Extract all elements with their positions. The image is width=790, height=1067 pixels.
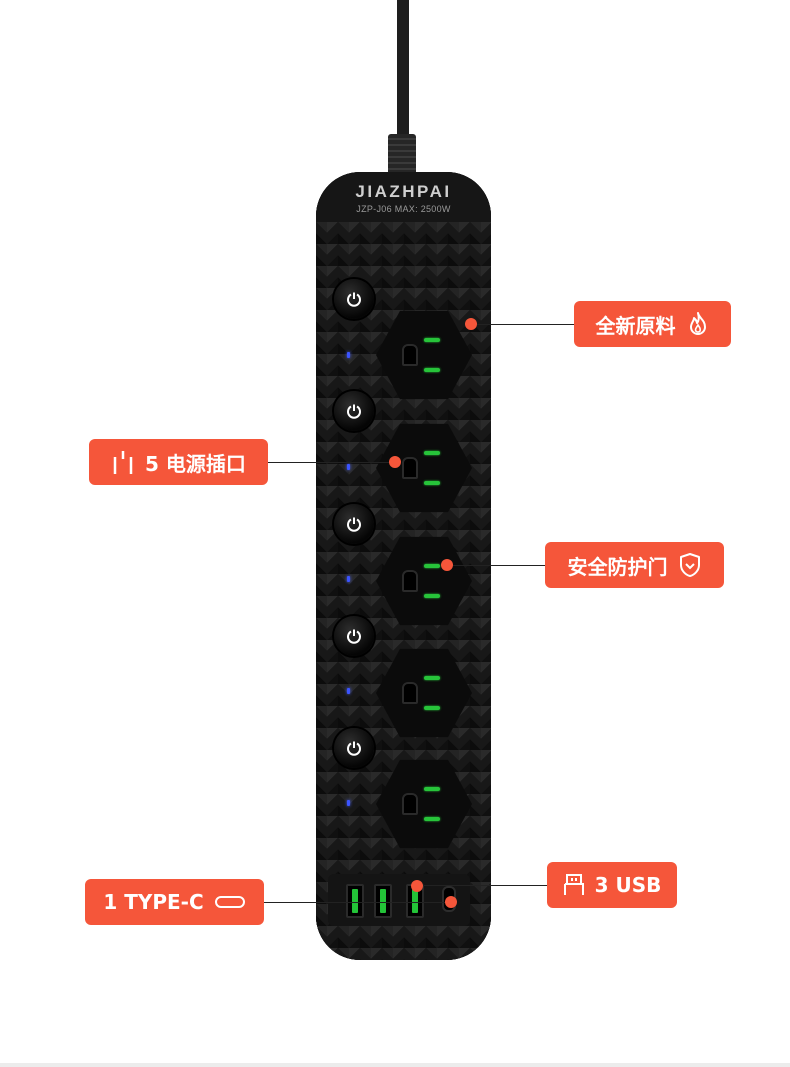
callout-text: 全新原料 (595, 313, 676, 338)
callout-dot-usb (411, 880, 423, 892)
callout-typec: 1 TYPE-C (85, 879, 264, 925)
indicator-led-2 (347, 464, 350, 470)
callout-dot-material (465, 318, 477, 330)
callout-line-safety (453, 565, 546, 566)
outlet-2[interactable] (376, 420, 472, 516)
usb-port-2[interactable] (374, 884, 392, 918)
callout-new-material: 全新原料 (574, 301, 731, 347)
callout-dot-sockets (389, 456, 401, 468)
indicator-led-1 (347, 352, 350, 358)
outlet-face (376, 759, 472, 849)
outlet-slot (424, 594, 440, 598)
callout-line-usb (423, 885, 548, 886)
outlet-face (376, 310, 472, 400)
outlet-face (376, 423, 472, 513)
power-icon (347, 292, 361, 307)
outlet-slot (424, 368, 440, 372)
outlet-slot (424, 481, 440, 485)
outlet-3[interactable] (376, 533, 472, 629)
power-icon (347, 404, 361, 419)
callout-safety-door: 安全防护门 (545, 542, 724, 588)
indicator-led-4 (347, 688, 350, 694)
power-switch-1[interactable] (334, 279, 374, 319)
outlet-slot (424, 338, 440, 342)
outlet-4[interactable] (376, 645, 472, 741)
callout-text: 1 TYPE-C (103, 890, 204, 914)
outlet-slot (424, 676, 440, 680)
power-switch-3[interactable] (334, 504, 374, 544)
callout-dot-typec (445, 896, 457, 908)
callout-sockets: 5 电源插口 (89, 439, 268, 485)
outlet-face (376, 648, 472, 738)
callout-usb: 3 USB (547, 862, 677, 908)
cord-strain-relief (388, 134, 416, 176)
outlet-slot (424, 817, 440, 821)
shield-icon (679, 553, 700, 577)
indicator-led-5 (347, 800, 350, 806)
outlet-ground (402, 682, 418, 704)
strip-header (316, 172, 491, 222)
outlet-ground (402, 570, 418, 592)
power-switch-5[interactable] (334, 728, 374, 768)
callout-line-typec (264, 902, 450, 903)
outlet-slot (424, 564, 440, 568)
callout-text: 安全防护门 (567, 554, 668, 579)
outlet-ground (402, 457, 418, 479)
outlet-5[interactable] (376, 756, 472, 852)
outlet-slot (424, 787, 440, 791)
outlet-ground (402, 793, 418, 815)
outlet-ground (402, 344, 418, 366)
max-power: MAX: 2500W (394, 204, 451, 214)
type-c-icon (214, 896, 245, 908)
bottom-divider (0, 1063, 790, 1067)
flame-icon (689, 312, 706, 335)
power-icon (347, 629, 361, 644)
power-icon (347, 741, 361, 756)
callout-text: 3 USB (594, 873, 662, 897)
callout-text: 5 电源插口 (145, 451, 246, 476)
usb-port-1[interactable] (346, 884, 364, 918)
brand-logo: JIAZHPAI (355, 182, 452, 201)
outlet-face (376, 536, 472, 626)
power-cord (397, 0, 409, 140)
callout-dot-safety (441, 559, 453, 571)
usb-icon (563, 874, 584, 895)
outlet-slot (424, 451, 440, 455)
power-switch-2[interactable] (334, 391, 374, 431)
model-label: JZP-J06 MAX: 2500W (316, 204, 491, 214)
indicator-led-3 (347, 576, 350, 582)
power-switch-4[interactable] (334, 616, 374, 656)
model-number: JZP-J06 (356, 204, 392, 214)
outlet-1[interactable] (376, 307, 472, 403)
callout-line-sockets (268, 462, 394, 463)
plug-icon (113, 451, 133, 474)
callout-line-material (477, 324, 575, 325)
power-icon (347, 517, 361, 532)
outlet-slot (424, 706, 440, 710)
